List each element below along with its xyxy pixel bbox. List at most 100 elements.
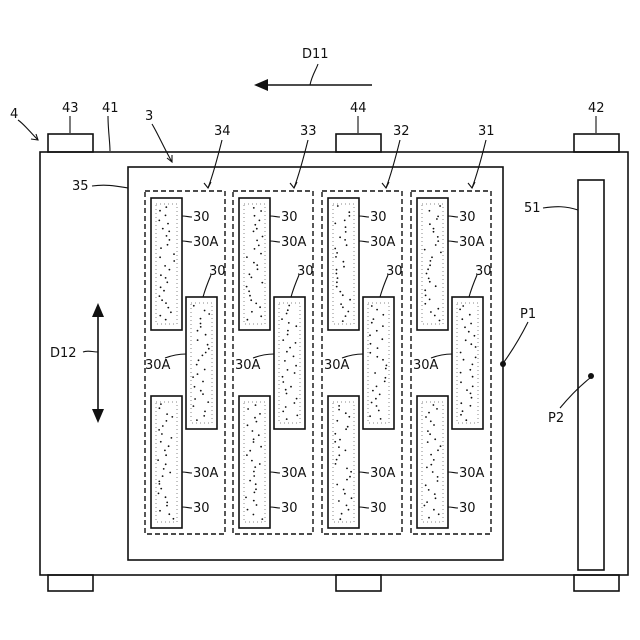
cell-texture-dot — [287, 330, 289, 332]
cell-texture-dot — [165, 463, 167, 465]
cell-texture-dot — [338, 500, 340, 502]
cell-texture-dot — [290, 386, 292, 388]
cell-texture-dot — [428, 517, 430, 519]
label-34: 34 — [214, 124, 231, 139]
cell-texture-dot — [382, 314, 384, 316]
label-cell-a: 30A — [235, 358, 261, 373]
cell-texture-dot — [293, 356, 295, 358]
cell-texture-dot — [261, 518, 263, 520]
cell-texture-dot — [345, 450, 347, 452]
cell-texture-dot — [436, 408, 438, 410]
cell-texture-dot — [382, 359, 384, 361]
cell-texture-dot — [437, 449, 439, 451]
cell-texture-dot — [465, 419, 467, 421]
cell-texture-dot — [289, 347, 291, 349]
cell-texture-dot — [192, 376, 194, 378]
cell-texture-dot — [429, 281, 431, 283]
cell-texture-dot — [257, 268, 259, 270]
cell-texture-dot — [338, 454, 340, 456]
cell-texture-dot — [193, 305, 195, 307]
cell-texture-dot — [371, 305, 373, 307]
cell-texture-dot — [433, 424, 435, 426]
cell-texture-dot — [173, 260, 175, 262]
cell-texture-dot — [296, 398, 298, 400]
cell-texture-dot — [255, 483, 257, 485]
cell-texture-dot — [254, 224, 256, 226]
cell-texture-dot — [424, 505, 426, 507]
cell-texture-dot — [435, 497, 437, 499]
cell-texture-dot — [347, 426, 349, 428]
cell-texture-dot — [336, 286, 338, 288]
cell-texture-dot — [158, 429, 160, 431]
cell-texture-dot — [349, 215, 351, 217]
cell-texture-dot — [439, 205, 441, 207]
bottom-foot-right — [574, 575, 619, 591]
cell-texture-dot — [158, 220, 160, 222]
cell-texture-dot — [429, 433, 431, 435]
cell-texture-dot — [351, 497, 353, 499]
cell-texture-dot — [204, 310, 206, 312]
cell-texture-dot — [338, 405, 340, 407]
cell-texture-dot — [436, 218, 438, 220]
cell-texture-dot — [335, 256, 337, 258]
cell-texture-dot — [427, 441, 429, 443]
cell-texture-dot — [430, 420, 432, 422]
label-32: 32 — [393, 124, 410, 139]
cell-texture-dot — [168, 445, 170, 447]
label-cell: 30 — [281, 210, 298, 225]
cell-texture-dot — [282, 411, 284, 413]
cell-texture-dot — [196, 419, 198, 421]
cell-texture-dot — [338, 446, 340, 448]
cell-texture-dot — [471, 397, 473, 399]
cell-texture-dot — [427, 268, 429, 270]
cell-texture-dot — [294, 402, 296, 404]
cell-texture-dot — [371, 402, 373, 404]
cell-texture-dot — [159, 315, 161, 317]
cell-texture-dot — [379, 394, 381, 396]
cell-texture-dot — [346, 244, 348, 246]
cell-texture-dot — [208, 348, 210, 350]
cell-texture-dot — [384, 381, 386, 383]
cell-texture-dot — [468, 331, 470, 333]
cell-texture-dot — [336, 269, 338, 271]
cell-texture-dot — [369, 352, 371, 354]
label-3: 3 — [145, 109, 153, 124]
cell-texture-dot — [260, 253, 262, 255]
cell-texture-dot — [376, 386, 378, 388]
cell-texture-dot — [374, 372, 376, 374]
cell-texture-dot — [345, 428, 347, 430]
cell-texture-dot — [252, 430, 254, 432]
cell-texture-dot — [463, 359, 465, 361]
cell-texture-dot — [339, 291, 341, 293]
cell-texture-dot — [162, 228, 164, 230]
cell-group-4: 3030A3030A30A30 — [411, 191, 492, 534]
cell-texture-dot — [158, 493, 160, 495]
cell-texture-dot — [249, 273, 251, 275]
cell-texture-dot — [433, 459, 435, 461]
battery-cell — [417, 198, 448, 330]
cell-texture-dot — [345, 315, 347, 317]
cell-texture-dot — [437, 480, 439, 482]
label-44: 44 — [350, 101, 367, 116]
cell-texture-dot — [259, 220, 261, 222]
cell-texture-dot — [282, 339, 284, 341]
cell-texture-dot — [342, 320, 344, 322]
cell-texture-dot — [425, 295, 427, 297]
cell-texture-dot — [429, 223, 431, 225]
cell-texture-dot — [246, 454, 248, 456]
cell-texture-dot — [336, 273, 338, 275]
cell-texture-dot — [386, 365, 388, 367]
cell-texture-dot — [462, 305, 464, 307]
cell-texture-dot — [253, 438, 255, 440]
cell-texture-dot — [472, 376, 474, 378]
cell-texture-dot — [285, 406, 287, 408]
cell-texture-dot — [287, 334, 289, 336]
cell-texture-dot — [346, 468, 348, 470]
cell-texture-dot — [169, 239, 171, 241]
cell-texture-dot — [430, 454, 432, 456]
cell-texture-dot — [202, 355, 204, 357]
cell-texture-dot — [254, 492, 256, 494]
cell-texture-dot — [165, 496, 167, 498]
cell-texture-dot — [165, 215, 167, 217]
cell-texture-dot — [166, 502, 168, 504]
